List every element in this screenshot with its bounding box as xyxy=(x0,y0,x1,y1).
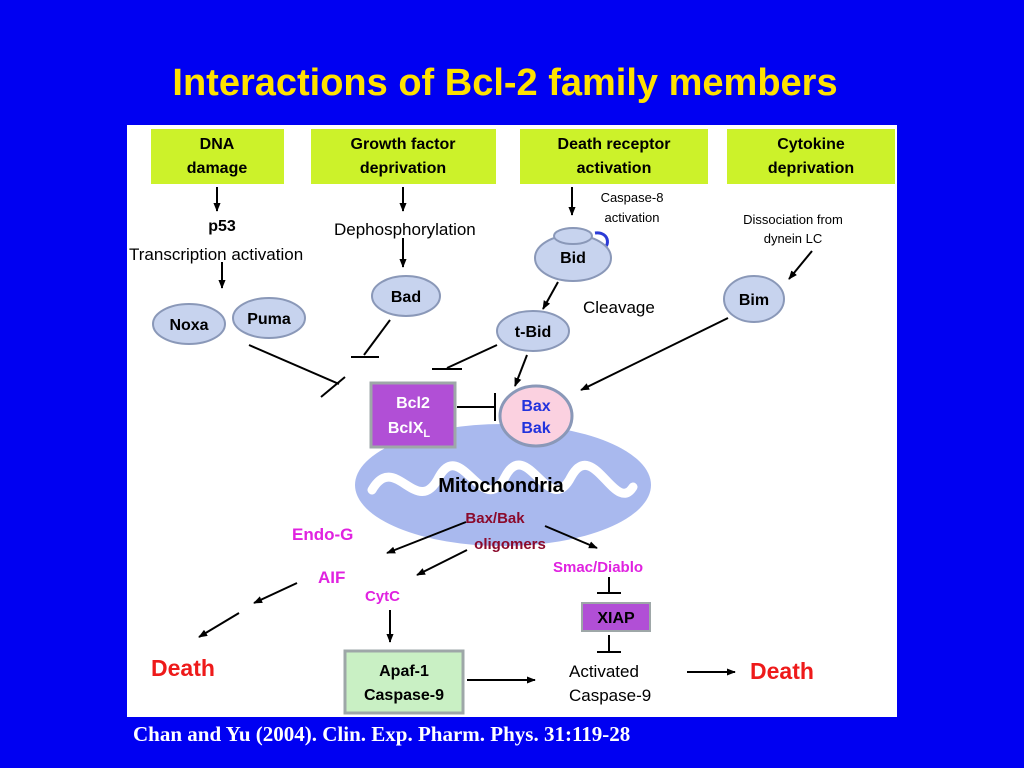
trigger-growth-factor-line2: deprivation xyxy=(360,160,446,177)
inhibit-smac-xiap xyxy=(597,577,621,594)
caspase9-label: Caspase-9 xyxy=(364,687,444,704)
bim-protein: Bim xyxy=(723,275,785,323)
cleavage-label: Cleavage xyxy=(583,298,655,317)
endog-label: Endo-G xyxy=(292,525,353,544)
inhibit-xiap-caspase9 xyxy=(597,635,621,653)
smac-label: Smac/Diablo xyxy=(553,559,643,576)
bclx-label: BclXL xyxy=(388,420,431,440)
dissociation-label-line2: dynein LC xyxy=(764,231,823,246)
trigger-growth-factor-line1: Growth factor xyxy=(351,136,456,153)
puma-label: Puma xyxy=(247,311,291,328)
arrow-to-smac xyxy=(544,525,598,549)
trigger-death-receptor: Death receptor activation xyxy=(520,129,708,184)
puma-protein: Puma xyxy=(232,297,306,339)
death-right-label: Death xyxy=(750,658,814,684)
inhibit-bad xyxy=(351,319,391,358)
arrow-bim-to-baxbak xyxy=(580,317,729,391)
apaf1-label: Apaf-1 xyxy=(379,663,429,680)
tbid-protein: t-Bid xyxy=(496,310,570,352)
cytc-label: CytC xyxy=(365,588,400,605)
arrow-dissociation-to-bim xyxy=(788,250,813,280)
trigger-dna-damage: DNA damage xyxy=(151,129,284,184)
tbid-label: t-Bid xyxy=(515,324,551,341)
bax-bak-protein: Bax Bak xyxy=(498,384,574,448)
slide-title: Interactions of Bcl-2 family members xyxy=(172,62,838,104)
oligomers-label-line2: oligomers xyxy=(474,536,546,553)
caspase8-label-line1: Caspase-8 xyxy=(601,190,664,205)
bcl2-pathway-diagram: DNA damage Growth factor deprivation Dea… xyxy=(129,129,895,715)
activated-caspase9-line2: Caspase-9 xyxy=(569,686,651,705)
arrow-bid-to-tbid xyxy=(542,281,559,310)
activated-caspase9-line1: Activated xyxy=(569,662,639,681)
bcl2-label: Bcl2 xyxy=(396,395,430,412)
bax-label: Bax xyxy=(521,398,550,415)
oligomers-label-line1: Bax/Bak xyxy=(465,510,525,527)
mitochondria-shape xyxy=(355,424,651,546)
bak-label: Bak xyxy=(521,420,550,437)
apaf1-caspase9-box: Apaf-1 Caspase-9 xyxy=(343,649,465,715)
transcription-activation-label: Transcription activation xyxy=(129,245,303,264)
bid-protein: Bid xyxy=(534,227,612,282)
bad-label: Bad xyxy=(391,289,421,306)
arrow-tbid-to-baxbak xyxy=(514,354,528,387)
trigger-cytokine-line1: Cytokine xyxy=(777,136,845,153)
trigger-death-receptor-line1: Death receptor xyxy=(558,136,671,153)
arrow-to-death-left xyxy=(198,612,240,638)
noxa-protein: Noxa xyxy=(152,303,226,345)
mitochondria-label: Mitochondria xyxy=(438,475,564,497)
caspase8-label-line2: activation xyxy=(605,210,660,225)
bim-label: Bim xyxy=(739,292,769,309)
aif-label: AIF xyxy=(318,568,345,587)
noxa-label: Noxa xyxy=(169,317,208,334)
xiap-label: XIAP xyxy=(597,610,635,627)
trigger-cytokine-line2: deprivation xyxy=(768,160,854,177)
trigger-death-receptor-line2: activation xyxy=(577,160,652,177)
arrow-aif-segment xyxy=(253,582,298,604)
bad-protein: Bad xyxy=(371,275,441,317)
xiap-box: XIAP xyxy=(581,602,651,632)
inhibit-noxa-puma xyxy=(248,344,346,398)
inhibit-tbid xyxy=(432,344,498,370)
trigger-dna-damage-line2: damage xyxy=(187,160,248,177)
trigger-growth-factor: Growth factor deprivation xyxy=(311,129,496,184)
dephosphorylation-label: Dephosphorylation xyxy=(334,220,476,239)
arrow-to-endog xyxy=(386,521,467,554)
trigger-cytokine: Cytokine deprivation xyxy=(727,129,895,184)
citation: Chan and Yu (2004). Clin. Exp. Pharm. Ph… xyxy=(133,722,631,746)
death-left-label: Death xyxy=(151,655,215,681)
bid-label: Bid xyxy=(560,250,586,267)
arrow-to-cytc xyxy=(416,549,468,576)
dissociation-label-line1: Dissociation from xyxy=(743,212,843,227)
diagram-panel: DNA damage Growth factor deprivation Dea… xyxy=(127,125,897,717)
inhibit-bcl2-baxbak xyxy=(457,393,496,421)
trigger-dna-damage-line1: DNA xyxy=(200,136,235,153)
bcl2-bclxl-box: Bcl2 BclXL xyxy=(369,381,457,449)
p53-label: p53 xyxy=(208,218,236,235)
